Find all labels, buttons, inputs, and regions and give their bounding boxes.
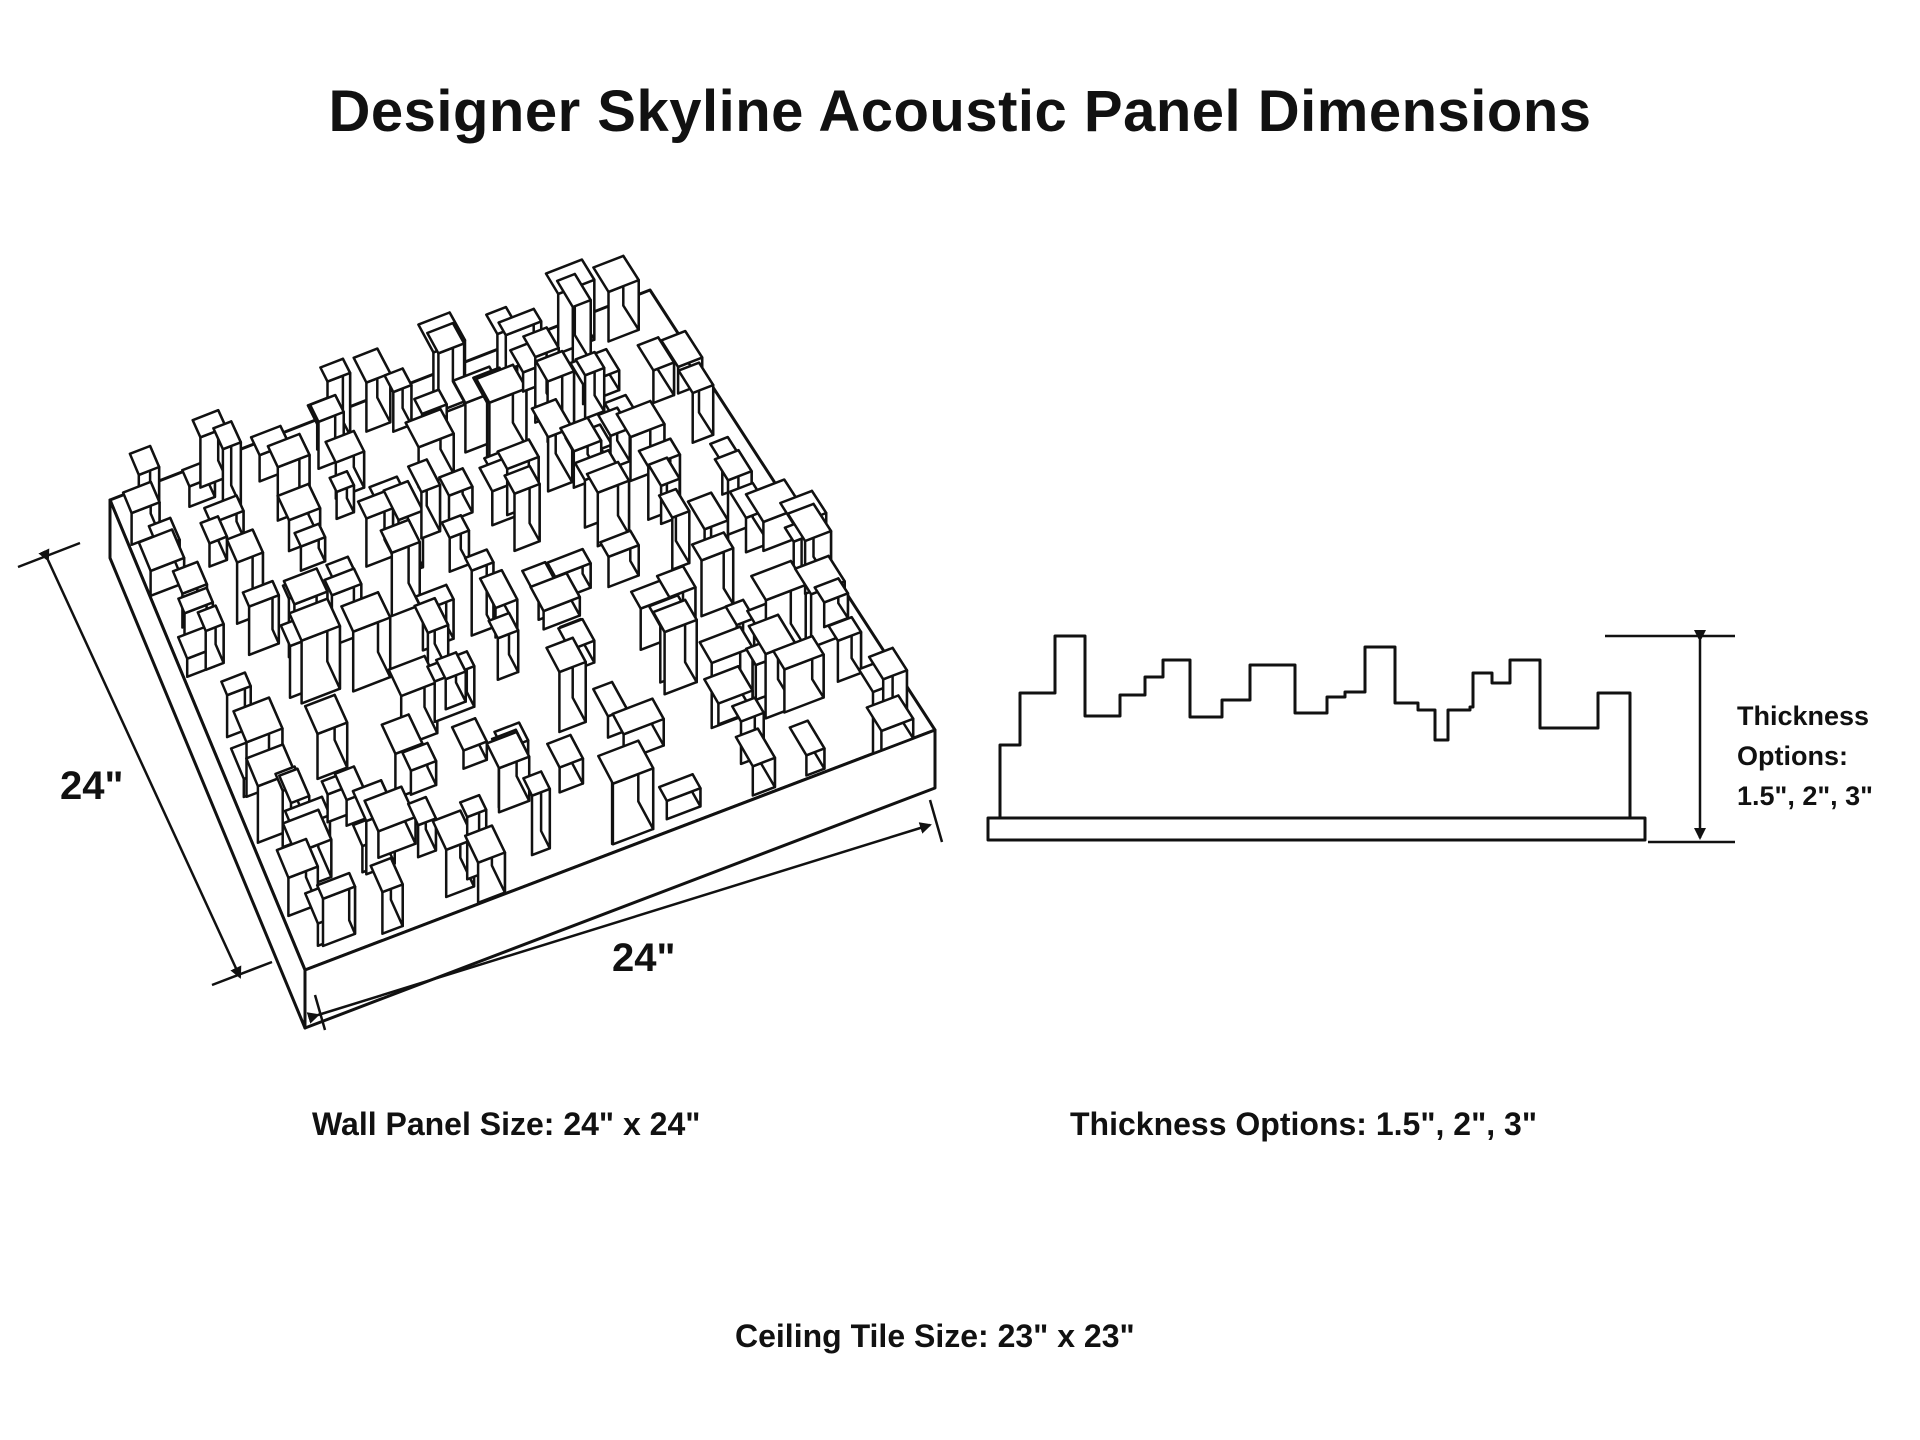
block-top-face	[615, 399, 666, 439]
block-top-face	[293, 522, 327, 548]
block-top-face	[199, 515, 229, 545]
block-top-face	[413, 596, 450, 635]
block-top-face	[772, 634, 825, 671]
block-top-face	[440, 514, 471, 540]
block-top-face	[703, 665, 754, 705]
block-top-face	[592, 254, 640, 294]
page-title: Designer Skyline Acoustic Panel Dimensio…	[328, 79, 1592, 144]
block-top-face	[308, 393, 345, 424]
block-top-face	[611, 697, 665, 736]
block-top-face	[647, 456, 681, 488]
block-top-face	[212, 420, 243, 451]
block-top-face	[203, 494, 245, 525]
thickness-note-line-2: Options:	[1737, 741, 1848, 771]
block-top-face	[529, 571, 582, 613]
profile-base	[986, 816, 1647, 842]
profile-skyline	[998, 634, 1632, 818]
block-top-face	[585, 460, 631, 494]
block-top-face	[450, 717, 489, 752]
block-top-face	[288, 597, 342, 642]
block-top-face	[657, 773, 702, 803]
block-top-face	[340, 591, 392, 633]
thickness-note-line-3: 1.5", 2", 3"	[1737, 781, 1873, 811]
block-top-face	[383, 367, 413, 394]
block-top-face	[574, 350, 606, 377]
block-top-face	[660, 329, 704, 369]
block-top-face	[241, 579, 281, 608]
block-top-face	[379, 518, 421, 555]
block-top-face	[328, 470, 356, 494]
block-top-face	[655, 564, 697, 599]
block-top-face	[406, 795, 438, 827]
block-top-face	[426, 321, 466, 355]
width-extension-right	[928, 799, 944, 843]
block-top-face	[276, 482, 322, 522]
block-top-face	[497, 307, 543, 337]
block-top-face	[559, 416, 603, 453]
block-top-face	[303, 693, 349, 736]
block-top-face	[652, 598, 698, 634]
block-top-face	[485, 730, 531, 770]
block-top-face	[478, 568, 519, 610]
ceiling-tile-caption: Ceiling Tile Size: 23" x 23"	[735, 1318, 1135, 1354]
block-top-face	[867, 646, 909, 681]
thickness-caption: Thickness Options: 1.5", 2", 3"	[1070, 1106, 1537, 1142]
block-top-face	[413, 388, 448, 416]
block-top-face	[487, 611, 520, 640]
block-top-face	[545, 636, 587, 674]
block-top-face	[522, 770, 552, 797]
block-top-face	[496, 438, 540, 471]
block-top-face	[128, 444, 161, 477]
height-arrow	[38, 548, 242, 979]
block-top-face	[865, 694, 915, 733]
block-top-face	[232, 696, 284, 744]
block-top-face	[458, 793, 488, 819]
block-top-face	[503, 464, 541, 495]
block-top-face	[438, 467, 474, 497]
isometric-panel	[108, 254, 937, 1030]
panel-height-label: 24"	[60, 764, 124, 808]
block-top-face	[827, 615, 863, 643]
block-top-face	[324, 429, 366, 464]
block-top-face	[323, 567, 363, 597]
block-top-face	[786, 502, 833, 543]
isometric-dimensions	[17, 541, 944, 1031]
block-top-face	[266, 432, 311, 469]
height-extension-bottom	[211, 960, 273, 987]
skyline-blocks	[121, 254, 915, 948]
panel-width-label: 24"	[612, 936, 676, 980]
block-top-face	[121, 480, 161, 515]
block-top-face	[406, 458, 442, 494]
block-top-face	[734, 727, 777, 768]
block-top-face	[278, 767, 311, 805]
block-top-face	[597, 739, 655, 785]
block-top-face	[463, 548, 495, 572]
block-top-face	[522, 326, 560, 359]
block-top-face	[730, 696, 765, 723]
profile-dimensions	[1605, 630, 1735, 844]
block-top-face	[282, 567, 329, 606]
block-top-face	[546, 547, 592, 579]
block-top-face	[380, 713, 424, 756]
block-top-face	[401, 741, 438, 772]
block-top-face	[598, 529, 640, 559]
block-top-face	[657, 487, 691, 519]
thickness-note: Thickness Options: 1.5", 2", 3"	[1737, 696, 1873, 816]
block-top-face	[319, 357, 352, 383]
thickness-note-line-1: Thickness	[1737, 701, 1870, 731]
block-top-face	[404, 407, 455, 449]
block-top-face	[713, 448, 753, 482]
wall-panel-caption: Wall Panel Size: 24" x 24"	[312, 1106, 701, 1142]
width-arrow	[306, 822, 932, 1024]
block-top-face	[813, 577, 850, 604]
block-top-face	[546, 733, 585, 769]
block-top-face	[434, 651, 467, 681]
profile-view	[986, 634, 1647, 842]
block-top-face	[677, 361, 715, 395]
block-top-face	[690, 531, 735, 562]
block-top-face	[637, 437, 682, 468]
block-top-face	[788, 719, 826, 757]
block-top-face	[555, 272, 592, 309]
